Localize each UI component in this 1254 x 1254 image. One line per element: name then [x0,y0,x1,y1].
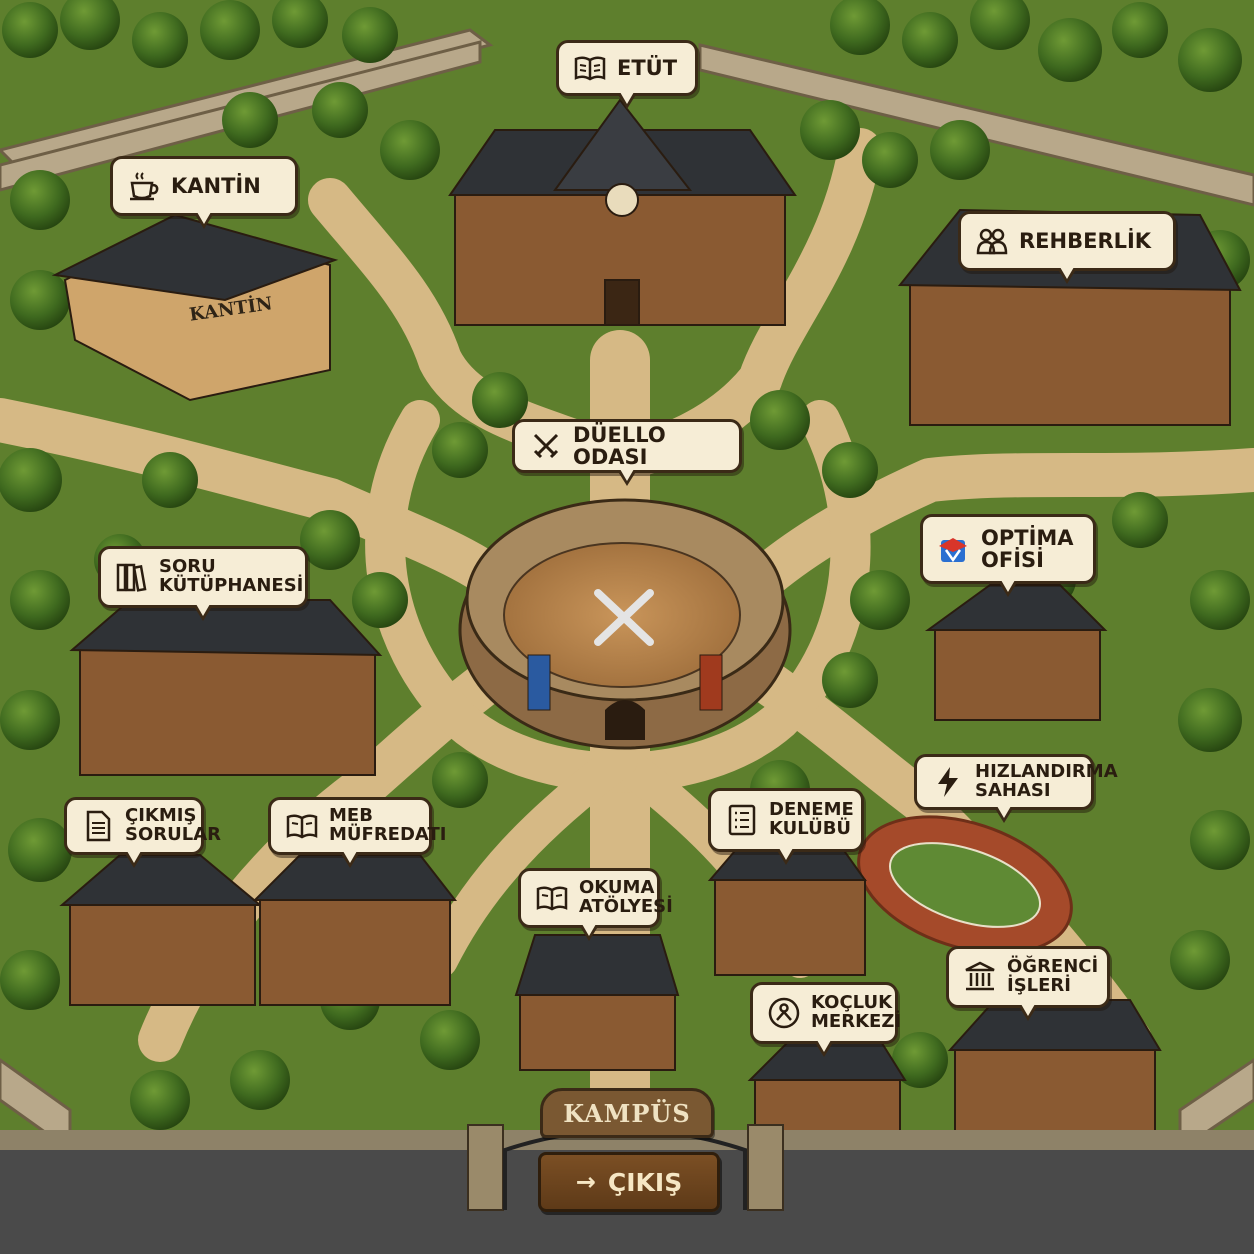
location-hizlandirma-label-line1: HIZLANDIRMA [975,761,1118,783]
exit-button[interactable]: → ÇIKIŞ [538,1152,720,1212]
campus-title-sign: KAMPÜS [540,1088,714,1138]
location-kocluk-label-line1: KOÇLUK [811,992,893,1014]
location-kocluk-merkezi[interactable]: KOÇLUK MERKEZİ [750,982,902,1057]
location-optima-label-line1: OPTİMA [981,525,1074,550]
location-duello-odasi[interactable]: DÜELLO ODASI [512,419,742,486]
running-track [857,815,1073,955]
location-optima-ofisi[interactable]: OPTİMA OFİSİ [920,514,1096,597]
arena-crossed-swords [594,589,654,646]
location-cikmis-sorular[interactable]: ÇIKMIŞ SORULAR [64,797,221,868]
location-ogrenci-label-line2: İŞLERİ [1007,975,1071,996]
coffee-cup-icon [127,169,161,203]
location-cikmis-label-line1: ÇIKMIŞ [125,805,197,827]
location-meb-mufredati[interactable]: MEB MÜFREDATI [268,797,446,868]
location-meb-label-line1: MEB [329,805,373,827]
lightning-icon [931,765,965,799]
open-book-icon [573,51,607,85]
crossed-swords-icon [529,429,563,463]
duel-arena [458,498,792,750]
document-icon [81,809,115,843]
location-ogrenci-isleri[interactable]: ÖĞRENCİ İŞLERİ [946,946,1110,1021]
location-kantin-label: KANTİN [171,173,261,198]
people-icon [975,224,1009,258]
location-rehberlik[interactable]: REHBERLİK [958,211,1176,284]
location-deneme-label-line1: DENEME [769,799,854,821]
location-soru-label-line2: KÜTÜPHANESİ [159,575,304,596]
location-rehberlik-label: REHBERLİK [1019,228,1152,253]
location-hizlandirma-sahasi[interactable]: HIZLANDIRMA SAHASI [914,754,1118,823]
location-kocluk-label-line2: MERKEZİ [811,1011,902,1032]
arrow-right-icon: → [575,1168,596,1196]
location-ogrenci-label-line1: ÖĞRENCİ [1007,956,1099,978]
books-icon [115,560,149,594]
location-deneme-kulubu[interactable]: DENEME KULÜBÜ [708,788,864,865]
location-duello-label: DÜELLO ODASI [573,422,666,469]
coach-icon [767,996,801,1030]
location-deneme-label-line2: KULÜBÜ [769,818,852,839]
open-book-icon [535,881,569,915]
open-book-icon [285,809,319,843]
location-meb-label-line2: MÜFREDATI [329,824,447,845]
optima-logo-icon [937,532,971,566]
location-soru-label-line1: SORU [159,556,216,578]
location-soru-kutuphanesi[interactable]: SORU KÜTÜPHANESİ [98,546,308,621]
location-etut-label: ETÜT [617,55,678,80]
location-okuma-atolyesi[interactable]: OKUMA ATÖLYESİ [518,868,673,941]
location-kantin[interactable]: KANTİN [110,156,298,229]
checklist-icon [725,803,759,837]
location-cikmis-label-line2: SORULAR [125,824,222,845]
location-okuma-label-line2: ATÖLYESİ [579,896,673,917]
exit-button-label: ÇIKIŞ [607,1167,683,1197]
location-optima-label-line2: OFİSİ [981,548,1044,572]
location-hizlandirma-label-line2: SAHASI [975,780,1051,801]
location-okuma-label-line1: OKUMA [579,877,655,899]
location-etut[interactable]: ETÜT [556,40,698,109]
institution-icon [963,960,997,994]
trees [0,0,1250,1210]
